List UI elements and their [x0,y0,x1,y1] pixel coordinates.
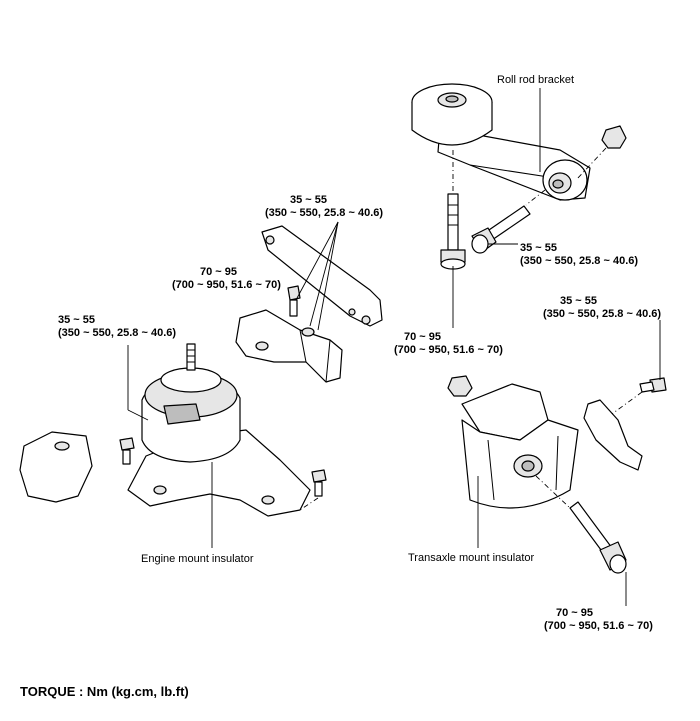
torque-bracket-bolt-single-line2: (700 ~ 950, 51.6 ~ 70) [172,279,281,291]
roll-rod-angled-bolt [471,189,546,254]
torque-bracket-bolts-line2: (350 ~ 550, 25.8 ~ 40.6) [265,207,383,219]
torque-transaxle-through-bolt-line1: 70 ~ 95 [556,607,593,619]
torque-roll-rod-bolt-line2: (350 ~ 550, 25.8 ~ 40.6) [520,255,638,267]
torque-roll-rod-bolt-line1: 35 ~ 55 [520,242,557,254]
torque-engine-mount-stud-line1: 35 ~ 55 [58,314,95,326]
engine-bracket [235,221,383,383]
torque-roll-rod-long-bolt-line1: 70 ~ 95 [404,331,441,343]
torque-roll-rod-long-bolt-line2: (700 ~ 950, 51.6 ~ 70) [394,344,503,356]
roll-rod-long-bolt [440,150,466,270]
torque-engine-mount-stud-line2: (350 ~ 550, 25.8 ~ 40.6) [58,327,176,339]
torque-transaxle-through-bolt-line2: (700 ~ 950, 51.6 ~ 70) [544,620,653,632]
engine-mount-insulator-label: Engine mount insulator [141,553,254,565]
transaxle-mount-insulator-label: Transaxle mount insulator [408,552,534,564]
roll-rod-bracket [411,83,627,201]
transaxle-mount-insulator [447,320,667,606]
engine-mount-insulator [19,343,327,548]
roll-rod-bracket-label: Roll rod bracket [497,74,574,86]
torque-bracket-bolts-line1: 35 ~ 55 [290,194,327,206]
torque-bracket-bolt-single-line1: 70 ~ 95 [200,266,237,278]
torque-transaxle-bracket-bolt-line1: 35 ~ 55 [560,295,597,307]
torque-transaxle-bracket-bolt-line2: (350 ~ 550, 25.8 ~ 40.6) [543,308,661,320]
torque-units-footer: TORQUE : Nm (kg.cm, lb.ft) [20,684,189,699]
